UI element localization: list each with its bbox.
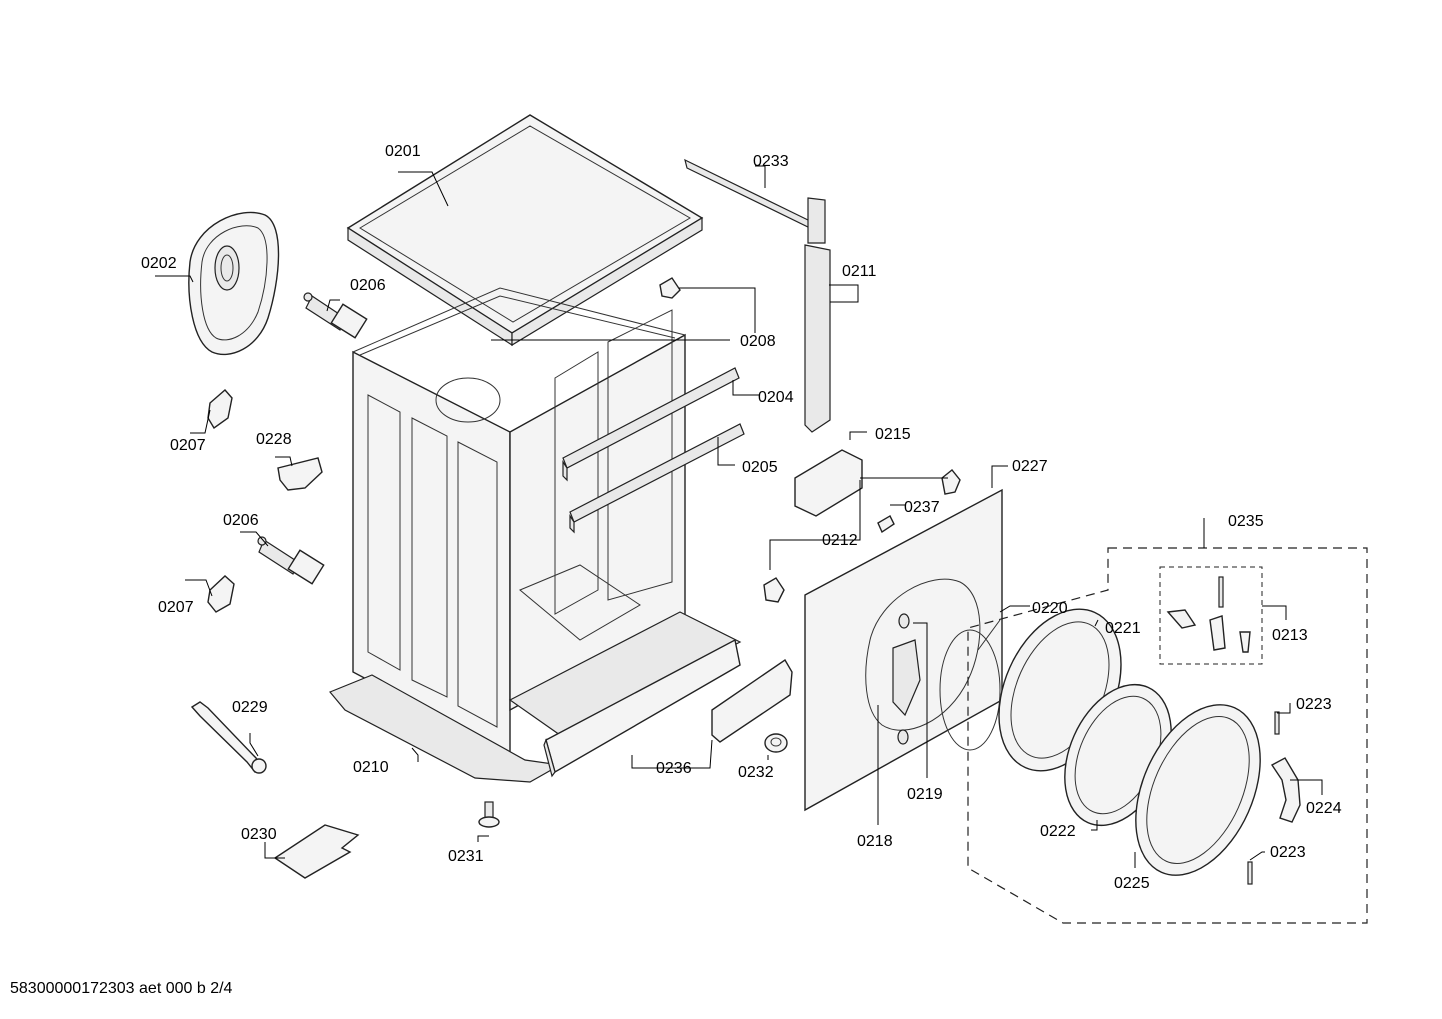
hinge-parts-set bbox=[1166, 576, 1251, 653]
cross-rail-lower-part bbox=[569, 423, 745, 534]
pump-cap-part bbox=[764, 733, 788, 753]
label-0227: 0227 bbox=[1012, 458, 1048, 475]
cabinet-housing-part bbox=[329, 287, 742, 783]
label-0206-upper: 0206 bbox=[350, 277, 386, 294]
door-handle-part bbox=[1270, 757, 1301, 823]
small-insert-part bbox=[877, 515, 895, 534]
pin-lower-part bbox=[1247, 861, 1253, 885]
shock-absorber-lower-part bbox=[257, 536, 325, 585]
label-0215: 0215 bbox=[875, 426, 911, 443]
top-cover-part bbox=[346, 114, 704, 347]
shock-absorber-upper-part bbox=[303, 292, 368, 339]
upper-rail-part bbox=[684, 158, 826, 244]
clip-part bbox=[277, 457, 323, 491]
front-panel-part bbox=[804, 488, 1003, 812]
label-0206-lower: 0206 bbox=[223, 512, 259, 529]
label-0225: 0225 bbox=[1114, 875, 1150, 892]
label-0222: 0222 bbox=[1040, 823, 1076, 840]
service-panel-part bbox=[543, 638, 741, 778]
label-0230: 0230 bbox=[241, 826, 277, 843]
label-0204: 0204 bbox=[758, 389, 794, 406]
label-0210: 0210 bbox=[353, 759, 389, 776]
label-0202: 0202 bbox=[141, 255, 177, 272]
label-0207-lower: 0207 bbox=[158, 599, 194, 616]
label-0221: 0221 bbox=[1105, 620, 1141, 637]
part-number-labels: 0201 0202 0206 0207 0228 0206 0207 0229 … bbox=[141, 143, 1342, 892]
label-0201: 0201 bbox=[385, 143, 421, 160]
adjustable-foot-part bbox=[478, 801, 500, 828]
spring-part bbox=[939, 619, 1001, 751]
door-hook-lower-part bbox=[763, 577, 785, 603]
cover-flap-part bbox=[711, 658, 793, 743]
wrench-tool-part bbox=[190, 701, 267, 774]
label-0219: 0219 bbox=[907, 786, 943, 803]
door-hook-upper-part bbox=[941, 469, 961, 495]
label-0237: 0237 bbox=[904, 499, 940, 516]
label-0208: 0208 bbox=[740, 333, 776, 350]
rear-panel-plate-part bbox=[188, 211, 280, 356]
mounting-bracket-lower-part bbox=[207, 575, 235, 613]
leader-lines bbox=[155, 165, 1323, 868]
pin-upper-part bbox=[1274, 711, 1280, 735]
label-0223-upper: 0223 bbox=[1296, 696, 1332, 713]
label-0224: 0224 bbox=[1306, 800, 1342, 817]
label-0231: 0231 bbox=[448, 848, 484, 865]
vertical-rail-part bbox=[804, 244, 831, 433]
label-0229: 0229 bbox=[232, 699, 268, 716]
mounting-bracket-upper-part bbox=[207, 389, 233, 430]
label-0236: 0236 bbox=[656, 760, 692, 777]
label-0228: 0228 bbox=[256, 431, 292, 448]
door-assembly-group-box bbox=[967, 547, 1368, 924]
support-plate-part bbox=[273, 824, 360, 879]
label-0235: 0235 bbox=[1228, 513, 1264, 530]
label-0218: 0218 bbox=[857, 833, 893, 850]
cross-rail-upper-part bbox=[562, 367, 740, 482]
label-0220: 0220 bbox=[1032, 600, 1068, 617]
label-0233: 0233 bbox=[753, 153, 789, 170]
label-0232: 0232 bbox=[738, 764, 774, 781]
hook-clip-part bbox=[659, 277, 681, 299]
door-lock-part bbox=[794, 449, 863, 517]
label-0205: 0205 bbox=[742, 459, 778, 476]
label-0211: 0211 bbox=[842, 263, 877, 280]
label-0223-lower: 0223 bbox=[1270, 844, 1306, 861]
document-id: 58300000172303 aet 000 b 2/4 bbox=[10, 980, 233, 997]
label-0213: 0213 bbox=[1272, 627, 1308, 644]
label-0212: 0212 bbox=[822, 532, 858, 549]
door-outer-ring-part bbox=[1135, 704, 1261, 876]
label-0207-upper: 0207 bbox=[170, 437, 206, 454]
